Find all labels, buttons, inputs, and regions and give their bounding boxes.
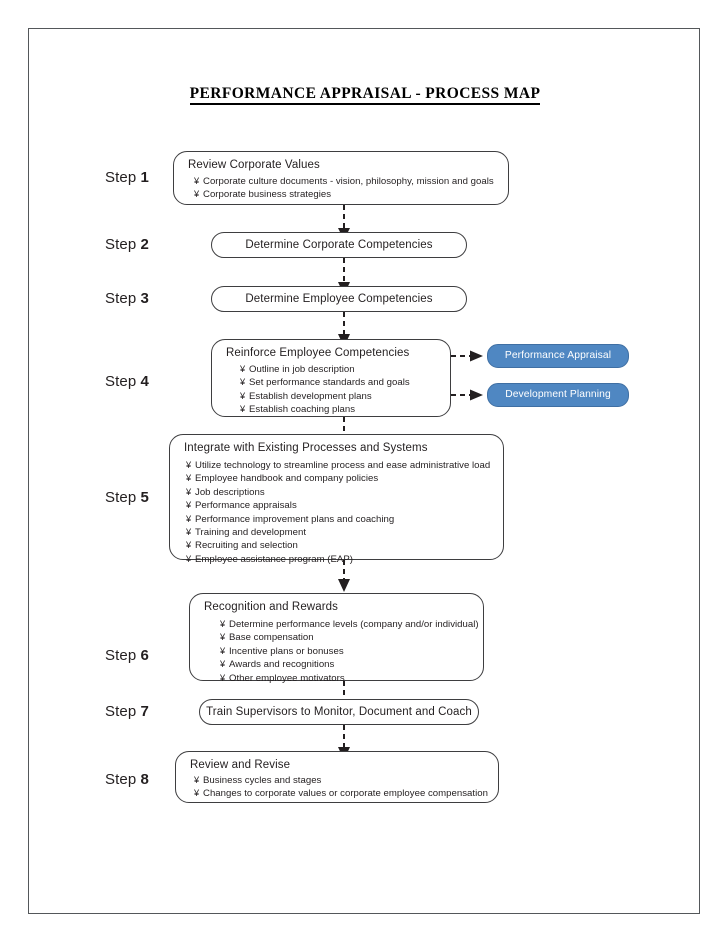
list-item: ¥Employee assistance program (EAP) bbox=[186, 553, 353, 565]
step-node-7-title: Train Supervisors to Monitor, Document a… bbox=[206, 706, 472, 718]
step-node-1[interactable]: Review Corporate Values ¥Corporate cultu… bbox=[173, 151, 509, 205]
bullet-icon: ¥ bbox=[220, 672, 226, 683]
list-item: ¥Utilize technology to streamline proces… bbox=[186, 460, 491, 471]
page-frame: PERFORMANCE APPRAISAL - PROCESS MAP Step… bbox=[28, 28, 700, 914]
bullet-icon: ¥ bbox=[220, 632, 226, 643]
step-label-2: Step 2 bbox=[105, 236, 149, 253]
output-node-development-planning[interactable]: Development Planning bbox=[487, 383, 629, 407]
step-node-5-title: Integrate with Existing Processes and Sy… bbox=[184, 442, 428, 454]
list-item: ¥Set performance standards and goals bbox=[240, 377, 410, 389]
list-item: ¥Employee handbook and company policies bbox=[186, 473, 379, 485]
step-node-5[interactable]: Integrate with Existing Processes and Sy… bbox=[169, 434, 504, 565]
step-label-3: Step 3 bbox=[105, 290, 149, 307]
step-node-5-bullets: ¥Utilize technology to streamline proces… bbox=[186, 459, 490, 566]
step-node-4[interactable]: Reinforce Employee Competencies ¥Outline… bbox=[211, 339, 451, 417]
step-node-3[interactable]: Determine Employee Competencies bbox=[211, 286, 467, 312]
step-label-7: Step 7 bbox=[105, 703, 149, 720]
step-node-6[interactable]: Recognition and Rewards ¥Determine perfo… bbox=[189, 593, 484, 684]
list-item: ¥Determine performance levels (company a… bbox=[220, 619, 479, 630]
step-node-2[interactable]: Determine Corporate Competencies bbox=[211, 232, 467, 258]
bullet-icon: ¥ bbox=[220, 645, 226, 656]
list-item: ¥Establish coaching plans bbox=[240, 404, 356, 416]
bullet-icon: ¥ bbox=[186, 527, 192, 538]
step-label-6: Step 6 bbox=[105, 647, 149, 664]
bullet-icon: ¥ bbox=[194, 788, 200, 799]
bullet-icon: ¥ bbox=[240, 377, 246, 388]
list-item: ¥Base compensation bbox=[220, 632, 314, 644]
bullet-icon: ¥ bbox=[220, 659, 226, 670]
step-node-6-bullets: ¥Determine performance levels (company a… bbox=[220, 618, 479, 685]
bullet-icon: ¥ bbox=[194, 189, 200, 200]
output-node-performance-appraisal[interactable]: Performance Appraisal bbox=[487, 344, 629, 368]
process-map-diagram: Step 1 Review Corporate Values ¥Corporat… bbox=[29, 29, 701, 915]
step-node-4-bullets: ¥Outline in job description ¥Set perform… bbox=[240, 363, 410, 417]
step-node-6-title: Recognition and Rewards bbox=[204, 601, 338, 613]
list-item: ¥Incentive plans or bonuses bbox=[220, 645, 344, 657]
bullet-icon: ¥ bbox=[194, 775, 200, 785]
step-node-4-title: Reinforce Employee Competencies bbox=[226, 347, 410, 359]
list-item: ¥Training and development bbox=[186, 527, 307, 539]
connector-step4-to-development-planning bbox=[451, 388, 485, 402]
step-label-5: Step 5 bbox=[105, 489, 149, 506]
step-node-7[interactable]: Train Supervisors to Monitor, Document a… bbox=[199, 699, 479, 725]
page-title: PERFORMANCE APPRAISAL - PROCESS MAP bbox=[29, 85, 701, 105]
output-node-performance-appraisal-label: Performance Appraisal bbox=[504, 350, 612, 361]
bullet-icon: ¥ bbox=[186, 513, 192, 524]
step-label-4: Step 4 bbox=[105, 373, 149, 390]
bullet-icon: ¥ bbox=[194, 176, 200, 186]
bullet-icon: ¥ bbox=[186, 460, 192, 470]
step-label-8: Step 8 bbox=[105, 771, 149, 788]
page-title-text: PERFORMANCE APPRAISAL - PROCESS MAP bbox=[189, 85, 541, 105]
bullet-icon: ¥ bbox=[186, 540, 192, 551]
list-item: ¥Performance appraisals bbox=[186, 500, 297, 512]
step-label-1: Step 1 bbox=[105, 169, 149, 186]
step-node-8[interactable]: Review and Revise ¥Business cycles and s… bbox=[175, 751, 499, 803]
step-node-2-title: Determine Corporate Competencies bbox=[245, 239, 433, 251]
bullet-icon: ¥ bbox=[220, 619, 226, 629]
bullet-icon: ¥ bbox=[186, 486, 192, 497]
step-node-3-title: Determine Employee Competencies bbox=[245, 293, 433, 305]
step-node-8-title: Review and Revise bbox=[190, 759, 291, 771]
bullet-icon: ¥ bbox=[240, 404, 246, 415]
list-item: ¥Establish development plans bbox=[240, 390, 372, 402]
list-item: ¥Awards and recognitions bbox=[220, 659, 335, 671]
step-node-1-title: Review Corporate Values bbox=[188, 159, 320, 171]
list-item: ¥Other employee motivators bbox=[220, 672, 345, 684]
list-item: ¥Corporate business strategies bbox=[194, 189, 332, 201]
step-node-1-bullets: ¥Corporate culture documents - vision, p… bbox=[194, 175, 494, 202]
connector-step4-to-performance-appraisal bbox=[451, 349, 485, 363]
connector-5-to-6 bbox=[335, 560, 353, 593]
bullet-icon: ¥ bbox=[240, 390, 246, 401]
list-item: ¥Performance improvement plans and coach… bbox=[186, 513, 395, 525]
output-node-development-planning-label: Development Planning bbox=[505, 389, 611, 400]
list-item: ¥Corporate culture documents - vision, p… bbox=[194, 176, 494, 187]
list-item: ¥Business cycles and stages bbox=[194, 775, 322, 786]
list-item: ¥Recruiting and selection bbox=[186, 540, 298, 552]
bullet-icon: ¥ bbox=[186, 500, 192, 511]
list-item: ¥Changes to corporate values or corporat… bbox=[194, 788, 488, 800]
step-node-8-bullets: ¥Business cycles and stages ¥Changes to … bbox=[194, 774, 488, 801]
list-item: ¥Job descriptions bbox=[186, 486, 265, 498]
list-item: ¥Outline in job description bbox=[240, 364, 355, 375]
bullet-icon: ¥ bbox=[186, 553, 192, 564]
bullet-icon: ¥ bbox=[240, 364, 246, 374]
bullet-icon: ¥ bbox=[186, 473, 192, 484]
